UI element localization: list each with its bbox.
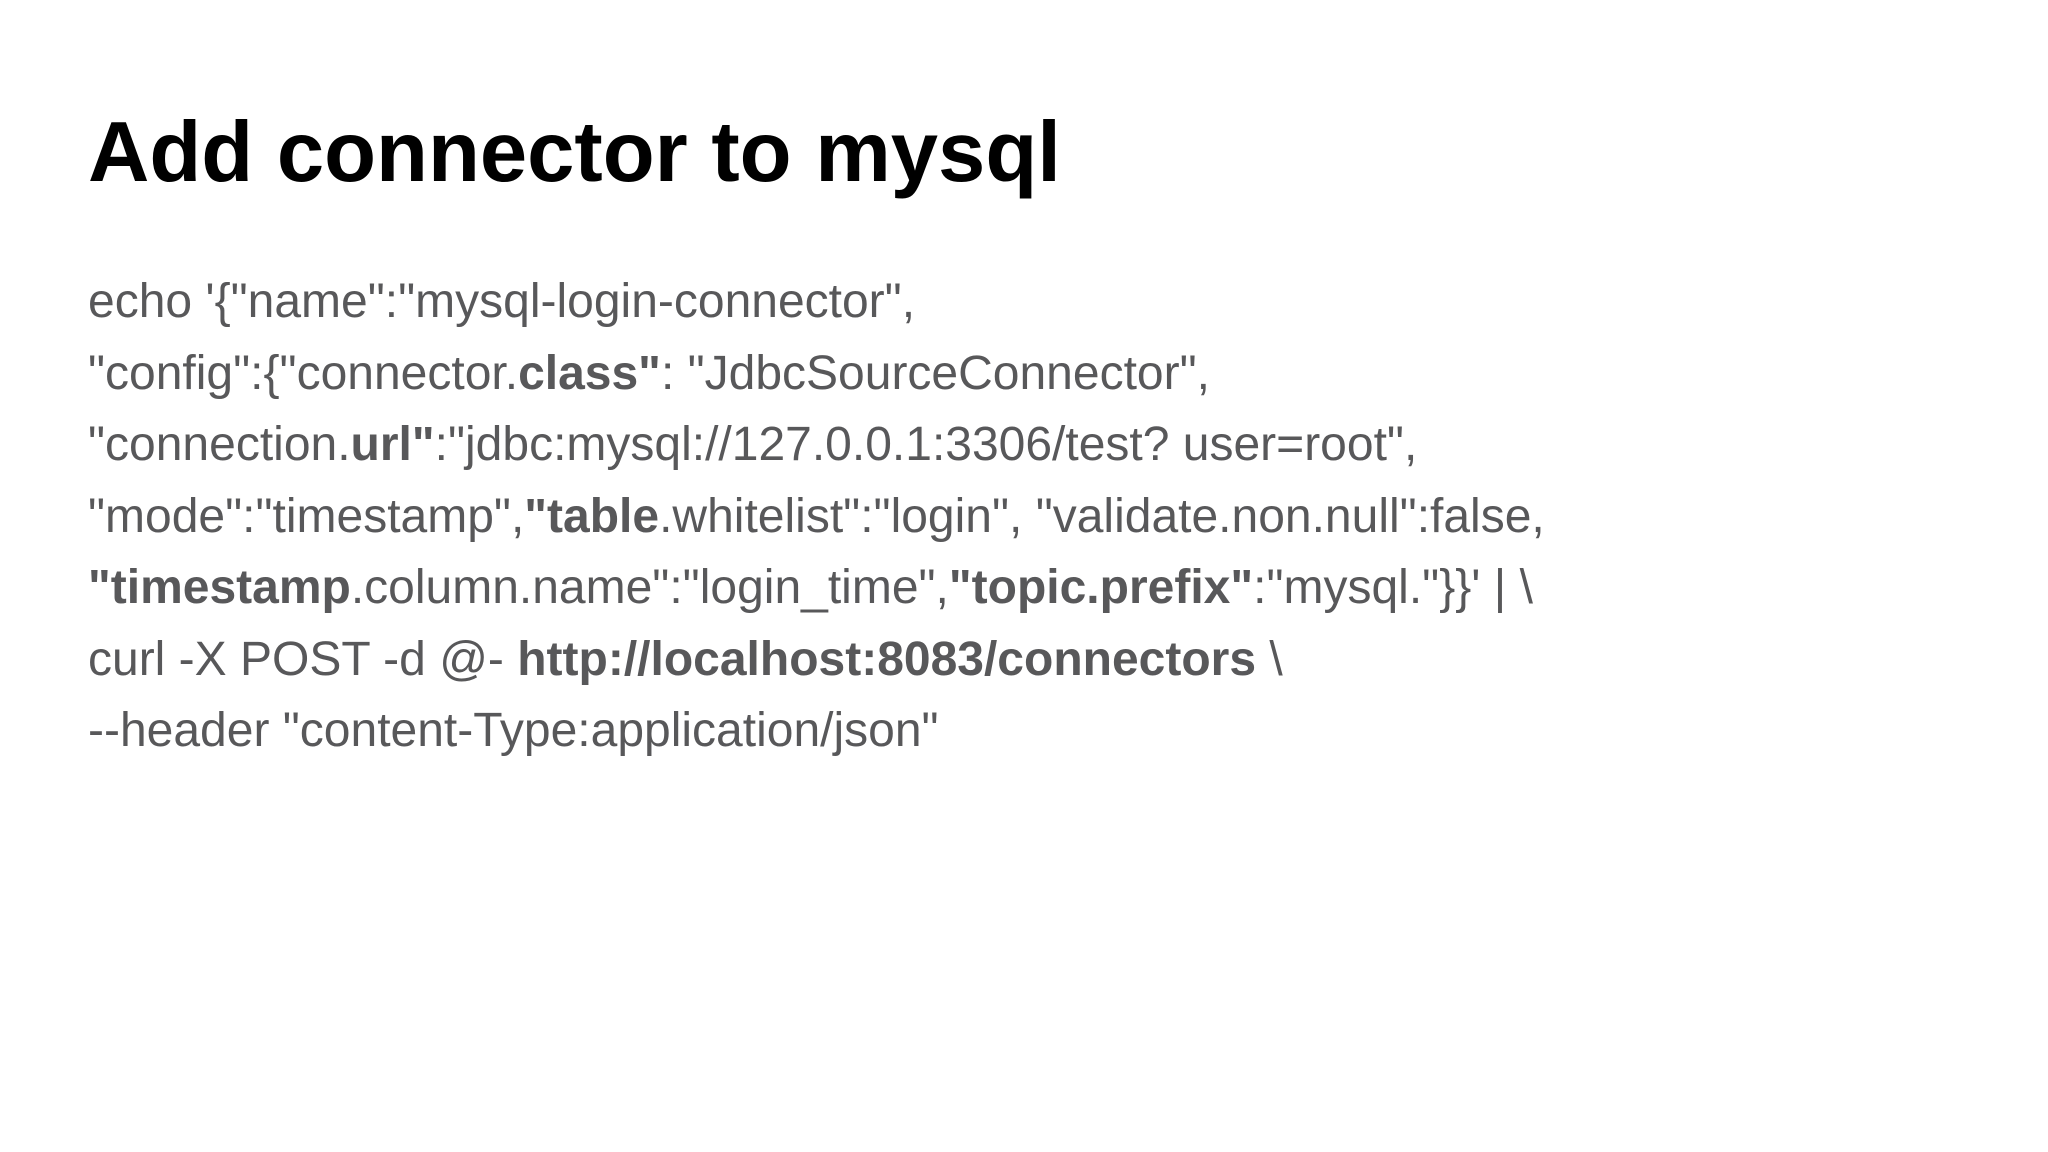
code-segment: \ bbox=[1256, 632, 1283, 686]
code-line: "connection.url":"jdbc:mysql://127.0.0.1… bbox=[88, 409, 1848, 481]
code-segment-bold: "table bbox=[524, 489, 660, 543]
code-segment-bold: "topic.prefix" bbox=[948, 561, 1254, 614]
page-title: Add connector to mysql bbox=[88, 105, 1061, 200]
code-segment: "mode":"timestamp", bbox=[88, 489, 525, 543]
code-segment-bold: http://localhost:8083/connectors bbox=[517, 632, 1257, 686]
code-segment-bold: url" bbox=[350, 418, 435, 471]
command-text: echo '{"name":"mysql-login-connector", "c… bbox=[88, 266, 1848, 767]
code-segment: :"mysql."}}' | \ bbox=[1253, 561, 1533, 614]
code-line: "timestamp.column.name":"login_time","to… bbox=[88, 552, 1848, 624]
code-segment: :"jdbc:mysql://127.0.0.1:3306/test? user… bbox=[434, 418, 1418, 471]
code-segment: .whitelist":"login", "validate.non.null"… bbox=[659, 489, 1545, 543]
code-line: "mode":"timestamp","table.whitelist":"lo… bbox=[88, 481, 1848, 553]
code-segment: "config":{"connector. bbox=[88, 346, 519, 400]
code-segment-bold: "timestamp bbox=[88, 561, 351, 614]
code-segment: echo '{"name":"mysql-login-connector", bbox=[88, 275, 916, 328]
code-segment-bold: class" bbox=[518, 346, 661, 400]
code-line: "config":{"connector.class": "JdbcSource… bbox=[88, 338, 1848, 410]
code-segment: .column.name":"login_time", bbox=[350, 561, 949, 614]
code-line: --header "content-Type:application/json" bbox=[88, 695, 1848, 767]
code-segment: "connection. bbox=[88, 418, 351, 471]
code-segment: : "JdbcSourceConnector", bbox=[660, 346, 1210, 400]
code-segment: --header "content-Type:application/json" bbox=[88, 704, 939, 757]
code-line: echo '{"name":"mysql-login-connector", bbox=[88, 266, 1848, 338]
code-segment: curl -X POST -d @- bbox=[88, 632, 518, 686]
code-line: curl -X POST -d @- http://localhost:8083… bbox=[88, 624, 1848, 696]
